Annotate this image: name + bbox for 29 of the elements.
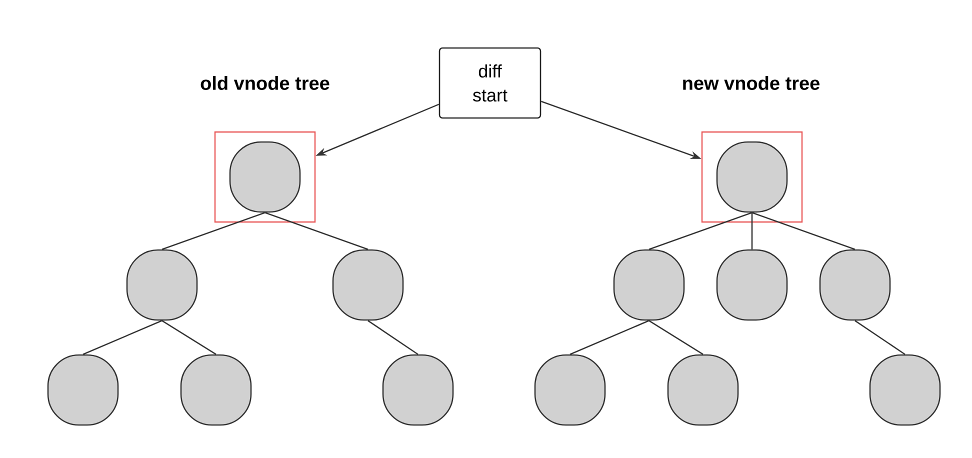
process-box: diff start (438, 47, 542, 119)
connector-line (162, 320, 216, 355)
rounded-node (534, 354, 606, 426)
highlight-frame (701, 131, 803, 223)
rounded-node (869, 354, 941, 426)
connector-line (570, 320, 650, 355)
connector-line (752, 212, 856, 250)
rounded-node (332, 249, 404, 321)
rounded-node (613, 249, 685, 321)
rounded-node (382, 354, 454, 426)
highlight-frame (214, 131, 316, 223)
connector-line (751, 212, 753, 250)
rounded-node (180, 354, 252, 426)
tree-heading: old vnode tree (200, 76, 330, 90)
rounded-node (47, 354, 119, 426)
connector-line (264, 212, 368, 250)
connector-line (854, 320, 906, 355)
rounded-node (819, 249, 891, 321)
rounded-node (667, 354, 739, 426)
tree-heading: new vnode tree (683, 76, 820, 90)
connector-line (648, 320, 704, 355)
rounded-node (716, 141, 788, 213)
rounded-node (126, 249, 198, 321)
connector-line (162, 212, 266, 250)
connector-line (368, 320, 418, 355)
rounded-node (716, 249, 788, 321)
connector-line (82, 320, 162, 355)
connector-line (648, 212, 752, 250)
rounded-node (229, 141, 301, 213)
